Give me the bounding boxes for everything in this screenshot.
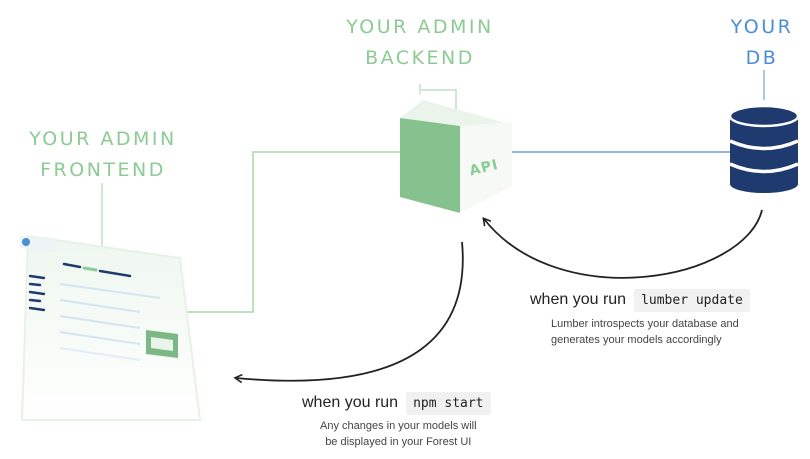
npm-start-run-text: when you run [302, 394, 399, 411]
npm-start-arrow [233, 241, 464, 384]
npm-start-desc-line2: be displayed in your Forest UI [325, 436, 472, 448]
frontend-label-line2: FRONTEND [40, 159, 166, 181]
lumber-update-command: lumber update [634, 289, 750, 312]
lumber-update-desc-line1: Lumber introspects your database and [551, 318, 739, 330]
backend-label-pointer [421, 89, 457, 118]
lumber-update-arrow [482, 209, 763, 279]
backend-label-line2: BACKEND [365, 47, 475, 69]
npm-start-description: Any changes in your models will be displ… [320, 418, 477, 450]
database-icon [728, 104, 800, 193]
lumber-update-description: Lumber introspects your database and gen… [551, 316, 739, 348]
lumber-update-caption: when you run lumber update [530, 289, 750, 312]
frontend-label-line1: YOUR ADMIN [29, 128, 177, 150]
api-label: API [468, 157, 500, 180]
frontend-browser-illustration [20, 234, 202, 421]
db-label-line2: DB [745, 47, 779, 69]
api-cube-icon: API [400, 100, 512, 213]
npm-start-command: npm start [406, 392, 491, 415]
backend-label: YOUR ADMIN BACKEND [325, 12, 515, 74]
db-label-line1: YOUR [730, 16, 794, 38]
lumber-update-desc-line2: generates your models accordingly [551, 334, 722, 346]
frontend-backend-connector [185, 151, 400, 313]
db-label: YOUR DB [712, 12, 810, 74]
npm-start-desc-line1: Any changes in your models will [320, 420, 477, 432]
backend-label-line1: YOUR ADMIN [346, 16, 494, 38]
frontend-label: YOUR ADMIN FRONTEND [8, 124, 198, 186]
npm-start-caption: when you run npm start [302, 392, 491, 415]
lumber-update-run-text: when you run [530, 291, 627, 308]
